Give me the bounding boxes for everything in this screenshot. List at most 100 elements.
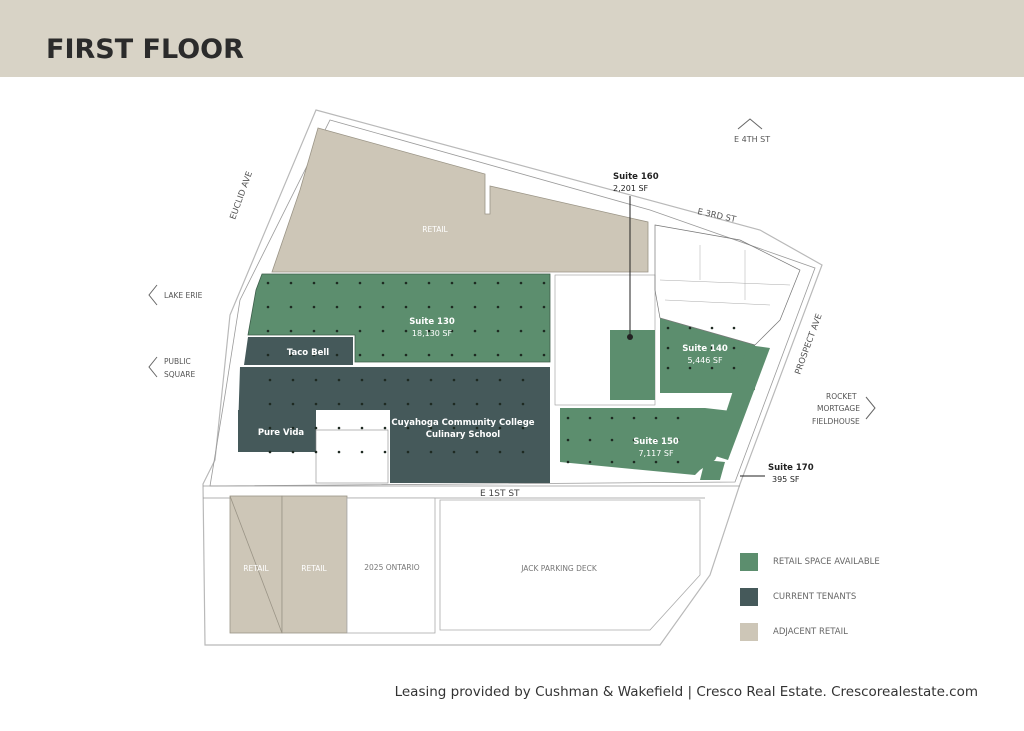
column-dot [381, 305, 385, 309]
column-dot [383, 378, 387, 382]
column-dot [666, 346, 670, 350]
column-dot [676, 416, 680, 420]
floor-plan: EUCLID AVE E 4TH ST E 3RD ST PROSPECT AV… [148, 109, 876, 646]
column-dot [566, 416, 570, 420]
column-dot [610, 416, 614, 420]
retail-top-area [271, 127, 649, 273]
column-dot [688, 366, 692, 370]
column-dot [429, 426, 433, 430]
column-dot [654, 416, 658, 420]
column-dot [710, 366, 714, 370]
public-square-label-2: SQUARE [164, 370, 195, 379]
column-dot [268, 378, 272, 382]
site-outline [202, 109, 823, 646]
column-dot [475, 378, 479, 382]
column-dot [588, 416, 592, 420]
column-dot [473, 281, 477, 285]
column-dot [473, 305, 477, 309]
ontario-building [346, 497, 436, 634]
prospect-ave-label: PROSPECT AVE [793, 313, 824, 376]
column-dot [337, 450, 341, 454]
column-dot [542, 281, 546, 285]
column-dot [498, 378, 502, 382]
legend-available-label: RETAIL SPACE AVAILABLE [773, 557, 880, 567]
column-dot [429, 402, 433, 406]
column-dot [632, 438, 636, 442]
column-dot [429, 450, 433, 454]
column-dot [521, 402, 525, 406]
column-dot [381, 353, 385, 357]
column-dot [521, 426, 525, 430]
back-of-house [315, 429, 389, 484]
column-dot [710, 346, 714, 350]
suite-160-sf: 2,201 SF [613, 184, 649, 193]
column-dot [383, 426, 387, 430]
column-dot [452, 378, 456, 382]
column-dot [475, 402, 479, 406]
column-dot [266, 353, 270, 357]
column-dot [337, 426, 341, 430]
column-dot [291, 378, 295, 382]
column-dot [404, 353, 408, 357]
column-dot [289, 305, 293, 309]
column-dot [498, 426, 502, 430]
suite-170-sf: 395 SF [772, 475, 800, 484]
suite-140-sf: 5,446 SF [687, 356, 723, 365]
column-dot [496, 305, 500, 309]
tri-c-label-1: Cuyahoga Community College [391, 418, 534, 428]
column-dot [335, 329, 339, 333]
column-dot [450, 329, 454, 333]
column-dot [452, 450, 456, 454]
column-dot [676, 460, 680, 464]
e3rd-label: E 3RD ST [696, 207, 737, 225]
column-dot [289, 329, 293, 333]
column-dot [450, 281, 454, 285]
suite-130-label: Suite 130 [409, 317, 455, 327]
column-dot [358, 329, 362, 333]
column-dot [314, 402, 318, 406]
column-dot [654, 460, 658, 464]
column-dot [473, 329, 477, 333]
column-dot [688, 346, 692, 350]
retail-right-label: RETAIL [301, 564, 327, 573]
column-dot [312, 353, 316, 357]
column-dot [542, 353, 546, 357]
column-dot [732, 346, 736, 350]
rocket-label-1: ROCKET [826, 392, 857, 401]
column-dot [406, 402, 410, 406]
column-dot [450, 353, 454, 357]
suite-150-area [560, 408, 740, 475]
column-dot [291, 426, 295, 430]
column-dot [521, 378, 525, 382]
column-dot [381, 281, 385, 285]
column-dot [360, 402, 364, 406]
column-dot [632, 460, 636, 464]
parking-label: JACK PARKING DECK [520, 564, 598, 573]
column-dot [498, 402, 502, 406]
suite-150-label: Suite 150 [633, 437, 679, 447]
column-dot [404, 329, 408, 333]
column-dot [312, 329, 316, 333]
suite-160-area [610, 330, 655, 400]
column-dot [360, 378, 364, 382]
rocket-label-2: MORTGAGE [817, 404, 860, 413]
tri-c-label-2: Culinary School [426, 430, 500, 440]
column-dot [632, 416, 636, 420]
column-dot [358, 305, 362, 309]
column-dot [291, 402, 295, 406]
column-dot [266, 305, 270, 309]
column-dot [427, 353, 431, 357]
page-header: FIRST FLOOR [0, 0, 1024, 77]
column-dot [314, 378, 318, 382]
pure-vida-lower [238, 410, 316, 452]
column-dot [383, 402, 387, 406]
column-dot [496, 329, 500, 333]
column-dot [676, 438, 680, 442]
suite-160-callout-dot [627, 334, 633, 340]
e1st-label: E 1ST ST [480, 489, 520, 499]
column-dot [314, 426, 318, 430]
legend-adjacent-swatch [740, 623, 758, 641]
footer-credit: Leasing provided by Cushman & Wakefield … [394, 684, 978, 700]
suite-140-label: Suite 140 [682, 344, 728, 354]
column-dot [312, 305, 316, 309]
